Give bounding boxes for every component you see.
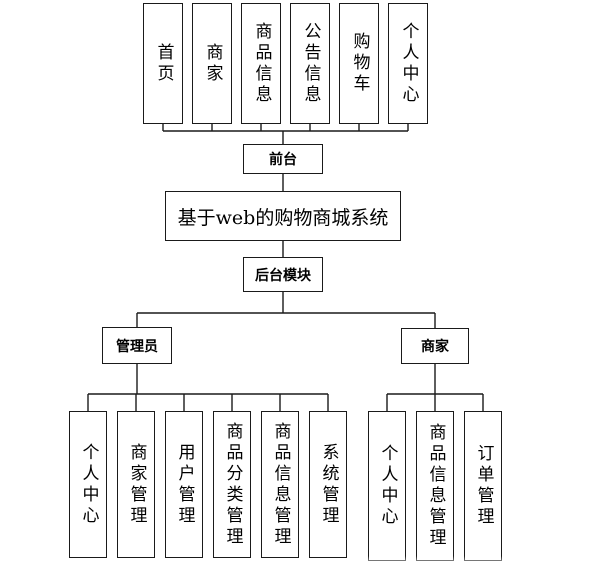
bottom-fade [360,556,602,572]
merchant-leaf-personal-center: 个人中心 [368,411,406,561]
root-node: 基于web的购物商城系统 [165,191,401,241]
front-node-product-info: 商品信息 [241,3,281,124]
front-node-label: 个人中心 [398,21,419,106]
front-node-cart: 购物车 [339,3,379,124]
admin-leaf-label: 系统管理 [318,442,339,527]
admin-leaf-product-management: 商品信息管理 [261,411,299,558]
front-node-label: 公告信息 [300,21,321,106]
merchant-leaf-label: 订单管理 [473,444,494,528]
front-node-label: 商品信息 [251,21,272,106]
admin-leaf-category-management: 商品分类管理 [213,411,251,558]
admin-leaf-system-management: 系统管理 [309,411,347,558]
backend-node: 后台模块 [243,257,323,292]
admin-label: 管理员 [116,338,158,355]
merchant-leaf-order-management: 订单管理 [464,411,502,561]
merchant-node: 商家 [401,328,469,364]
merchant-leaf-label: 商品信息管理 [425,423,446,549]
merchant-label: 商家 [421,339,449,355]
front-node-label: 购物车 [349,32,370,95]
admin-leaf-personal-center: 个人中心 [69,411,107,558]
front-node-home: 首页 [143,3,183,124]
merchant-leaf-label: 个人中心 [377,444,398,528]
front-node-announcement: 公告信息 [290,3,330,124]
frontend-node: 前台 [243,144,323,174]
admin-leaf-merchant-management: 商家管理 [117,411,155,558]
backend-label: 后台模块 [255,267,311,284]
front-node-merchant: 商家 [192,3,232,124]
frontend-label: 前台 [269,152,297,168]
admin-leaf-user-management: 用户管理 [165,411,203,558]
admin-leaf-label: 商品分类管理 [222,421,243,548]
admin-leaf-label: 个人中心 [78,442,99,527]
root-label: 基于web的购物商城系统 [177,206,389,229]
merchant-leaf-product-management: 商品信息管理 [416,411,454,561]
admin-leaf-label: 用户管理 [174,442,195,527]
front-node-label: 商家 [202,42,223,85]
admin-node: 管理员 [102,327,172,364]
front-node-personal-center: 个人中心 [388,3,428,124]
admin-leaf-label: 商品信息管理 [270,421,291,548]
front-node-label: 首页 [153,42,174,85]
admin-leaf-label: 商家管理 [126,442,147,527]
